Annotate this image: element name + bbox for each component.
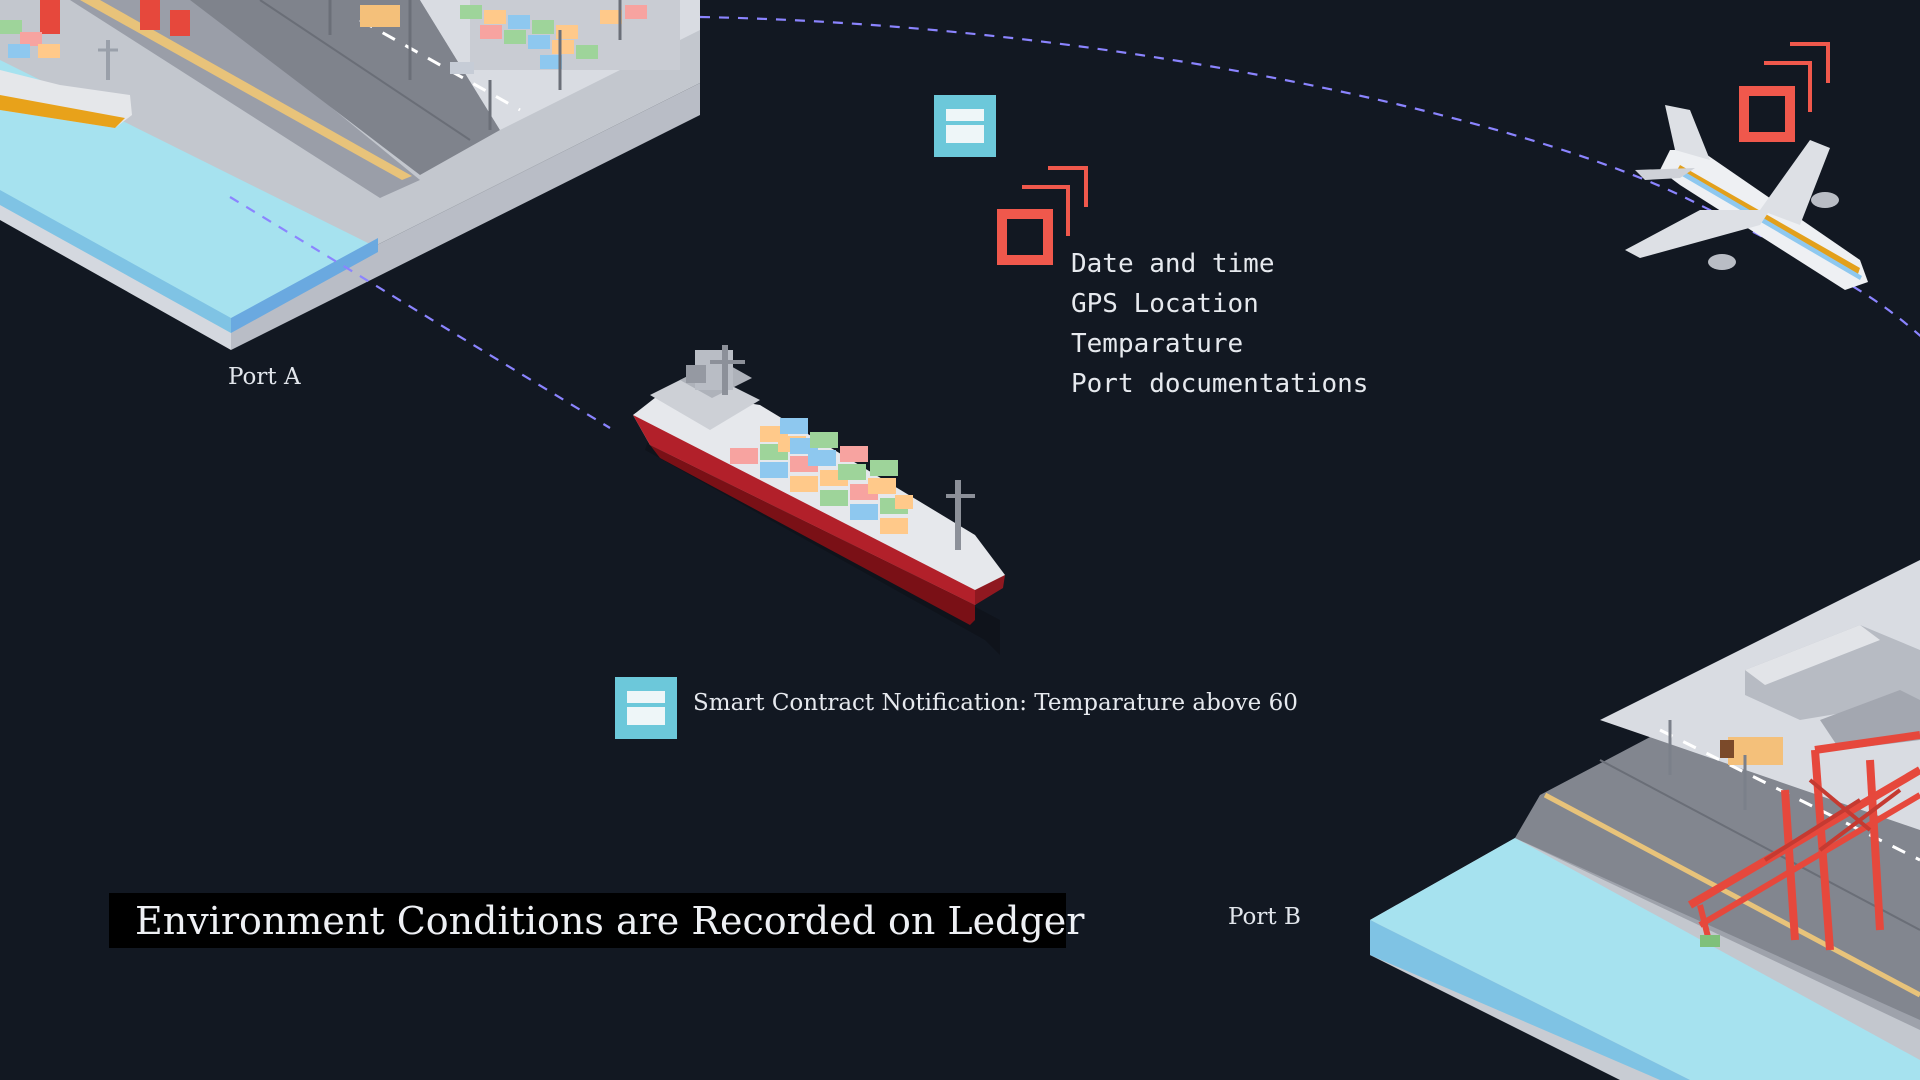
port-b-crane <box>1668 720 1920 951</box>
port-b-warehouses <box>1720 625 1920 765</box>
shipping-route <box>229 15 1920 429</box>
recorded-data-item: Date and time <box>1071 249 1275 279</box>
recorded-data-item: Temparature <box>1071 329 1244 359</box>
ledger-block-icon <box>934 95 996 157</box>
recorded-data-item: GPS Location <box>1071 289 1259 319</box>
ship-containers <box>730 418 913 534</box>
port-a-containers <box>40 0 647 130</box>
sensor-signal-icon <box>997 166 1088 265</box>
recorded-data-item: Port documentations <box>1071 369 1369 399</box>
airplane <box>1625 105 1868 290</box>
caption-text: Environment Conditions are Recorded on L… <box>135 898 1085 943</box>
caption-banner: Environment Conditions are Recorded on L… <box>109 893 1084 948</box>
recorded-data-list: Date and time GPS Location Temparature P… <box>1071 244 1368 404</box>
ledger-block-icon <box>615 677 677 739</box>
cargo-ship <box>633 345 1005 655</box>
port-a-label: Port A <box>228 364 301 390</box>
sensor-signal-icon <box>1739 42 1830 142</box>
smart-contract-notification: Smart Contract Notification: Temparature… <box>693 690 1298 716</box>
port-a-docked-ship <box>0 20 132 128</box>
port-b-label: Port B <box>1228 904 1301 930</box>
port-b-dock <box>1370 560 1920 1080</box>
